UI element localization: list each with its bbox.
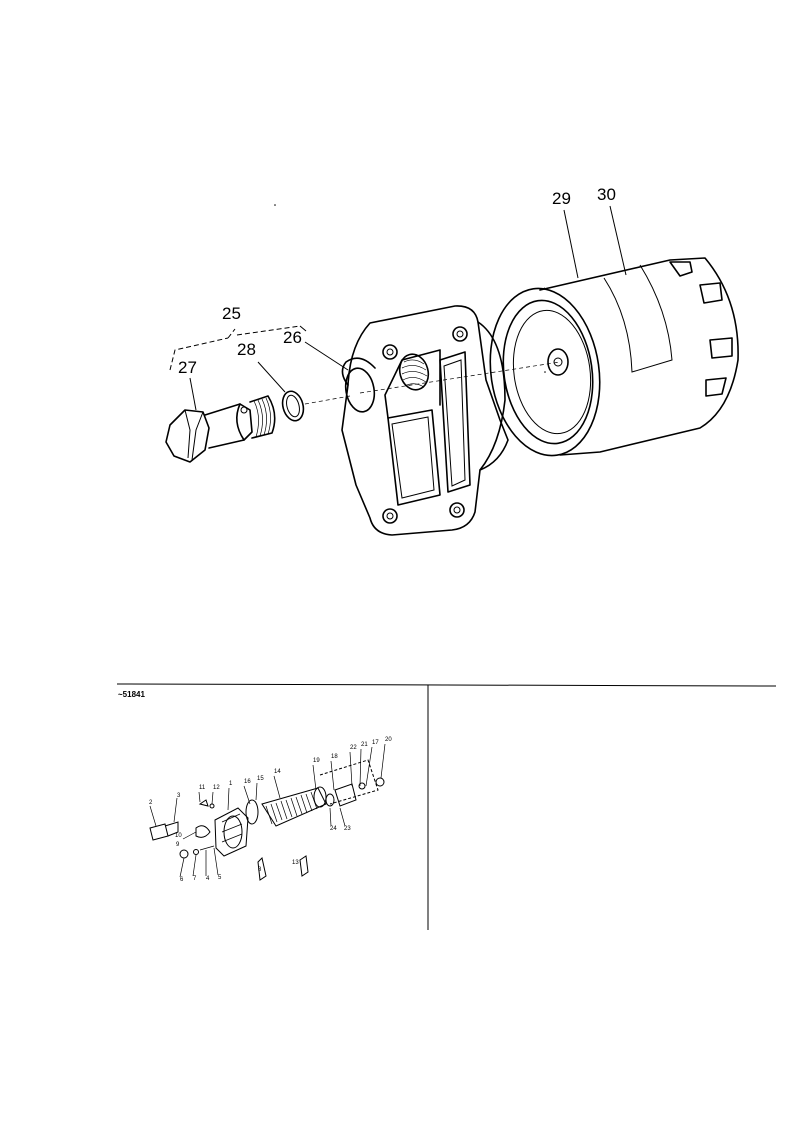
inset-small-diagram <box>149 743 386 881</box>
inset-callout-16: 16 <box>244 779 251 785</box>
inset-callout-10: 10 <box>175 833 182 839</box>
inset-callout-3: 3 <box>177 793 181 799</box>
inset-callout-23: 23 <box>344 826 351 832</box>
inset-callout-17: 17 <box>372 740 379 746</box>
banjo-bolt-27 <box>165 395 276 463</box>
callout-28: 28 <box>237 340 256 359</box>
inset-callout-13: 13 <box>292 860 299 866</box>
inset-callout-9: 9 <box>176 842 180 848</box>
inset-callout-20: 20 <box>385 737 392 743</box>
inset-heading: ~51841 <box>118 690 145 699</box>
filter-cartridge-29 <box>489 257 739 457</box>
inset-callout-14: 14 <box>274 769 281 775</box>
callout-26: 26 <box>283 328 302 347</box>
inset-callout-4: 4 <box>206 876 210 882</box>
inset-callout-5: 5 <box>218 875 222 881</box>
inset-callout-15: 15 <box>257 776 264 782</box>
o-ring-28 <box>281 390 305 422</box>
inset-callout-2: 2 <box>149 800 153 806</box>
callout-27: 27 <box>178 358 197 377</box>
inset-callout-11: 11 <box>199 785 206 791</box>
inset-callout-22: 22 <box>350 745 357 751</box>
inset-callout-21: 21 <box>361 742 368 748</box>
inset-callout-24: 24 <box>330 826 337 832</box>
inset-frame <box>116 683 777 930</box>
inset-callout-6: 6 <box>180 877 184 883</box>
inset-callout-18: 18 <box>331 754 338 760</box>
callout-29: 29 <box>552 189 571 208</box>
inset-callout-7: 7 <box>193 876 197 882</box>
callout-25: 25 <box>222 304 241 323</box>
inset-callout-8: 8 <box>258 867 262 873</box>
inset-callout-12: 12 <box>213 785 220 791</box>
inset-callout-1: 1 <box>229 781 233 787</box>
filter-head-26 <box>341 305 509 536</box>
callout-30: 30 <box>597 185 616 204</box>
inset-callout-19: 19 <box>313 758 320 764</box>
